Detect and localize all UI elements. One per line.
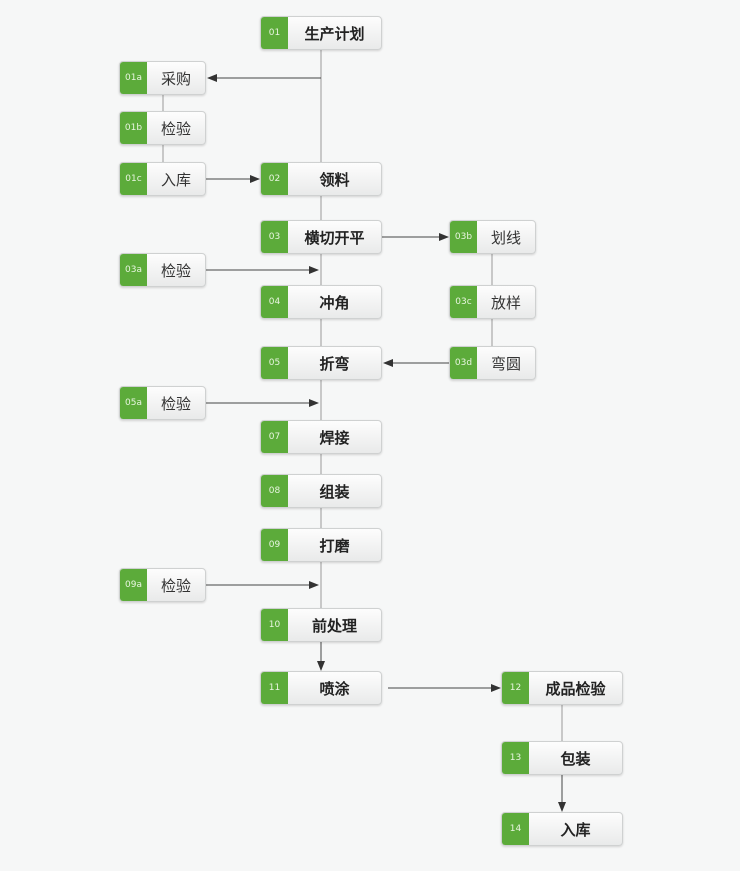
step-number: 01c [120,163,147,195]
step-label: 入库 [160,170,191,189]
step-node-09[interactable]: 09 打磨 [260,528,382,562]
step-number: 11 [261,672,288,704]
step-label: 入库 [560,820,591,839]
step-label: 折弯 [319,354,350,373]
step-number: 14 [502,813,529,845]
step-node-10[interactable]: 10 前处理 [260,608,382,642]
step-label: 前处理 [311,616,357,635]
step-label: 喷涂 [319,679,350,698]
step-label: 包装 [560,749,591,768]
step-number: 03c [450,286,477,318]
step-number: 02 [261,163,288,195]
step-number: 05 [261,347,288,379]
step-node-01[interactable]: 01 生产计划 [260,16,382,50]
step-node-09a[interactable]: 09a 检验 [119,568,206,602]
step-node-05[interactable]: 05 折弯 [260,346,382,380]
step-label: 组装 [319,482,350,501]
step-label: 检验 [160,394,191,413]
step-label: 检验 [160,576,191,595]
step-number: 12 [502,672,529,704]
step-label: 焊接 [319,428,350,447]
step-label: 放样 [490,293,521,312]
step-number: 07 [261,421,288,453]
step-label: 成品检验 [545,679,606,698]
step-node-12[interactable]: 12 成品检验 [501,671,623,705]
step-node-03c[interactable]: 03c 放样 [449,285,536,319]
step-number: 09 [261,529,288,561]
step-number: 01 [261,17,288,49]
step-label: 冲角 [319,293,350,312]
step-label: 采购 [160,69,191,88]
step-number: 01a [120,62,147,94]
step-label: 划线 [490,228,521,247]
step-node-13[interactable]: 13 包装 [501,741,623,775]
step-label: 领料 [319,170,350,189]
step-node-03a[interactable]: 03a 检验 [119,253,206,287]
step-node-08[interactable]: 08 组装 [260,474,382,508]
step-node-07[interactable]: 07 焊接 [260,420,382,454]
step-label: 弯圆 [490,354,521,373]
step-number: 05a [120,387,147,419]
step-node-03b[interactable]: 03b 划线 [449,220,536,254]
step-node-05a[interactable]: 05a 检验 [119,386,206,420]
step-node-04[interactable]: 04 冲角 [260,285,382,319]
step-number: 08 [261,475,288,507]
step-node-14[interactable]: 14 入库 [501,812,623,846]
step-node-01a[interactable]: 01a 采购 [119,61,206,95]
step-label: 生产计划 [304,24,365,43]
step-node-03[interactable]: 03 横切开平 [260,220,382,254]
step-number: 03d [450,347,477,379]
step-number: 10 [261,609,288,641]
step-node-03d[interactable]: 03d 弯圆 [449,346,536,380]
step-number: 03b [450,221,477,253]
step-label: 检验 [160,119,191,138]
step-label: 打磨 [319,536,350,555]
step-label: 横切开平 [304,228,365,247]
step-number: 09a [120,569,147,601]
step-node-01b[interactable]: 01b 检验 [119,111,206,145]
step-number: 13 [502,742,529,774]
step-number: 01b [120,112,147,144]
step-label: 检验 [160,261,191,280]
step-number: 03 [261,221,288,253]
step-node-02[interactable]: 02 领料 [260,162,382,196]
step-number: 03a [120,254,147,286]
step-number: 04 [261,286,288,318]
step-node-11[interactable]: 11 喷涂 [260,671,382,705]
step-node-01c[interactable]: 01c 入库 [119,162,206,196]
